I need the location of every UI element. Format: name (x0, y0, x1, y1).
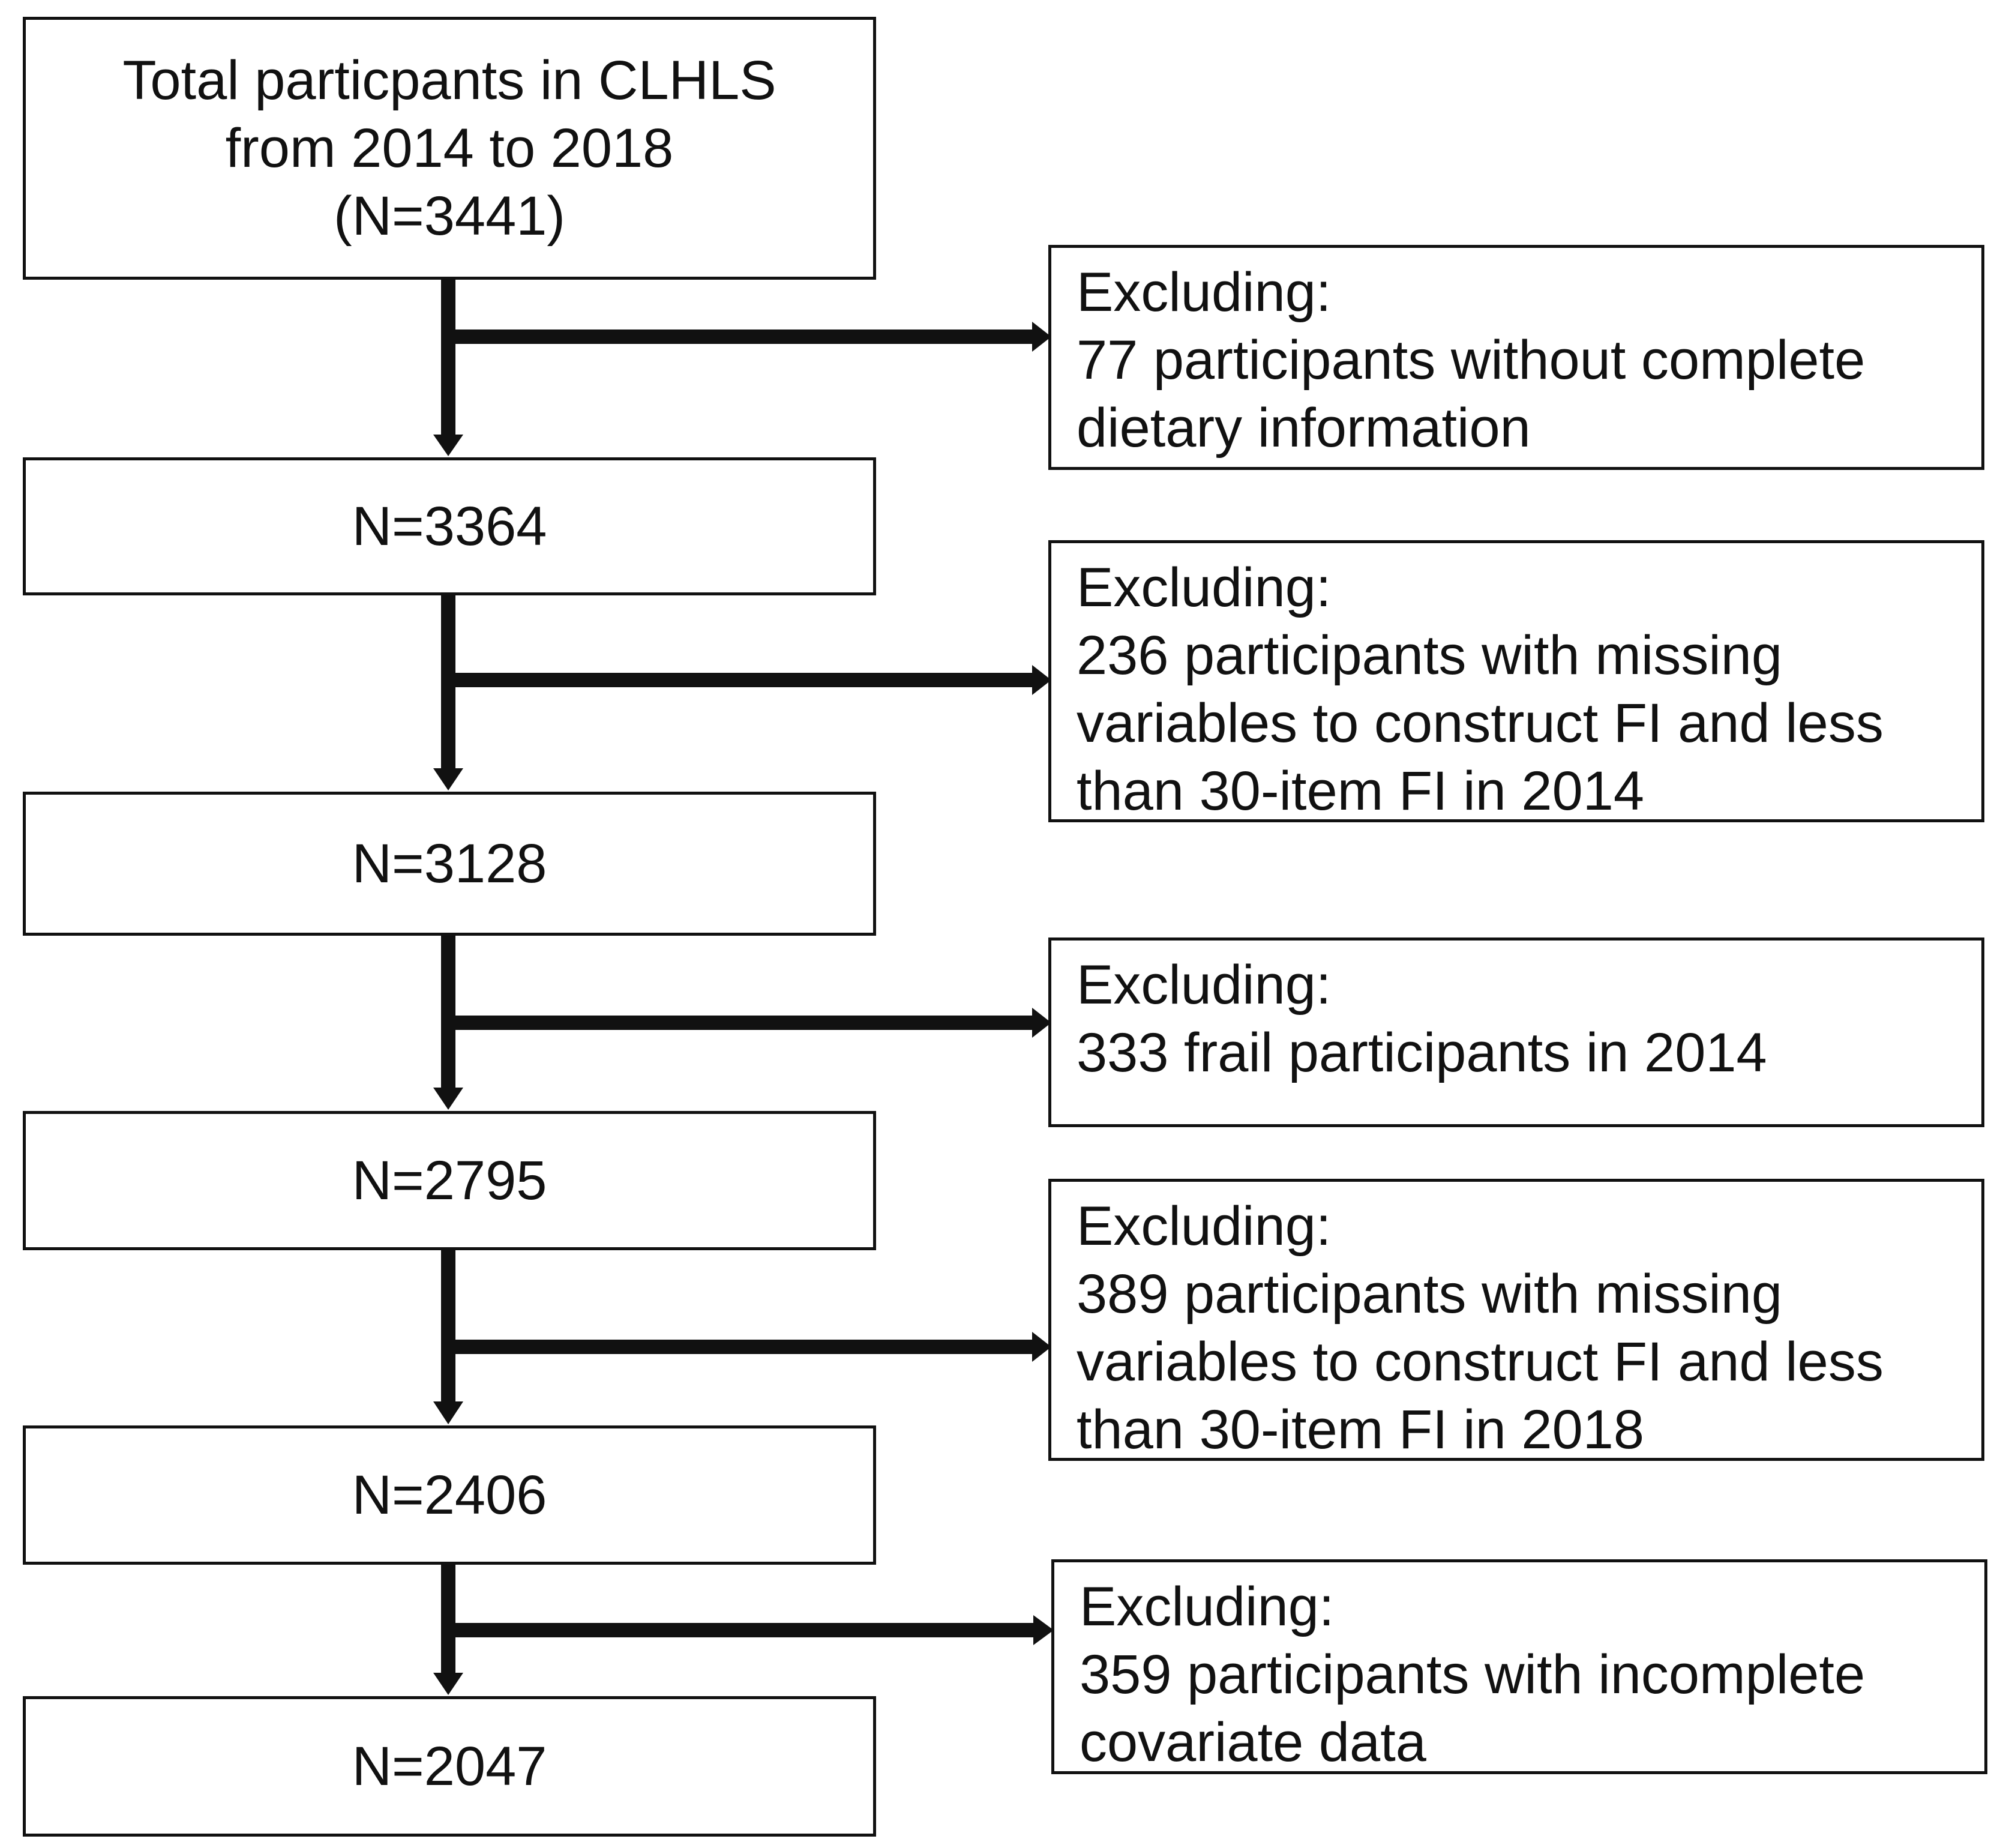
exclusion-line: 359 participants with incomplete (1080, 1644, 1866, 1705)
horizontal-connector (455, 330, 1035, 344)
exclusion-heading: Excluding: (1077, 1196, 1332, 1257)
exclusion-box-4: Excluding: 389 participants with missing… (1048, 1179, 1984, 1461)
exclusion-line: variables to construct FI and less (1077, 693, 1884, 754)
flow-box-line: from 2014 to 2018 (225, 117, 674, 179)
flow-box-count: N=2406 (352, 1464, 547, 1526)
horizontal-connector (455, 1016, 1035, 1030)
vertical-connector (441, 1250, 455, 1404)
exclusion-line: 236 participants with missing (1077, 625, 1783, 686)
exclusion-heading: Excluding: (1080, 1576, 1335, 1637)
exclusion-box-5: Excluding: 359 participants with incompl… (1051, 1559, 1987, 1774)
flow-box-count: N=3128 (352, 832, 547, 894)
down-arrowhead (433, 1088, 463, 1110)
exclusion-line: than 30-item FI in 2014 (1077, 760, 1645, 822)
down-arrowhead (433, 1401, 463, 1424)
vertical-connector (441, 1565, 455, 1675)
flow-box-count: N=3364 (352, 495, 547, 557)
flow-box-n2795: N=2795 (23, 1111, 876, 1250)
exclusion-line: 389 participants with missing (1077, 1263, 1783, 1325)
flow-box-n3364: N=3364 (23, 457, 876, 595)
vertical-connector (441, 936, 455, 1090)
exclusion-line: dietary information (1077, 397, 1531, 459)
flow-box-n2406: N=2406 (23, 1425, 876, 1565)
vertical-connector (441, 280, 455, 437)
flow-box-count: N=2795 (352, 1149, 547, 1211)
exclusion-line: covariate data (1080, 1712, 1426, 1773)
right-arrowhead (1032, 322, 1051, 352)
exclusion-heading: Excluding: (1077, 557, 1332, 618)
flow-box-n3128: N=3128 (23, 792, 876, 936)
right-arrowhead (1032, 665, 1051, 695)
right-arrowhead (1033, 1615, 1054, 1645)
exclusion-box-2: Excluding: 236 participants with missing… (1048, 540, 1984, 822)
right-arrowhead (1032, 1008, 1051, 1038)
flow-box-total-text: Total particpants in CLHLS from 2014 to … (122, 47, 776, 250)
exclusion-line: 333 frail participants in 2014 (1077, 1022, 1767, 1083)
exclusion-line: variables to construct FI and less (1077, 1331, 1884, 1392)
flow-box-total: Total particpants in CLHLS from 2014 to … (23, 17, 876, 280)
exclusion-heading: Excluding: (1077, 262, 1332, 323)
down-arrowhead (433, 435, 463, 456)
flow-box-line: Total particpants in CLHLS (122, 49, 776, 111)
exclusion-box-1: Excluding: 77 participants without compl… (1048, 245, 1984, 470)
flow-box-count: N=2047 (352, 1735, 547, 1797)
exclusion-box-3: Excluding: 333 frail participants in 201… (1048, 938, 1984, 1127)
horizontal-connector (455, 1623, 1036, 1637)
exclusion-heading: Excluding: (1077, 954, 1332, 1016)
flow-box-line: (N=3441) (333, 185, 566, 247)
down-arrowhead (433, 1673, 463, 1695)
exclusion-line: than 30-item FI in 2018 (1077, 1399, 1645, 1460)
flow-box-n2047: N=2047 (23, 1696, 876, 1837)
down-arrowhead (433, 768, 463, 790)
horizontal-connector (455, 1340, 1035, 1354)
right-arrowhead (1032, 1332, 1051, 1362)
exclusion-line: 77 participants without complete (1077, 330, 1866, 391)
vertical-connector (441, 595, 455, 771)
horizontal-connector (455, 673, 1035, 687)
